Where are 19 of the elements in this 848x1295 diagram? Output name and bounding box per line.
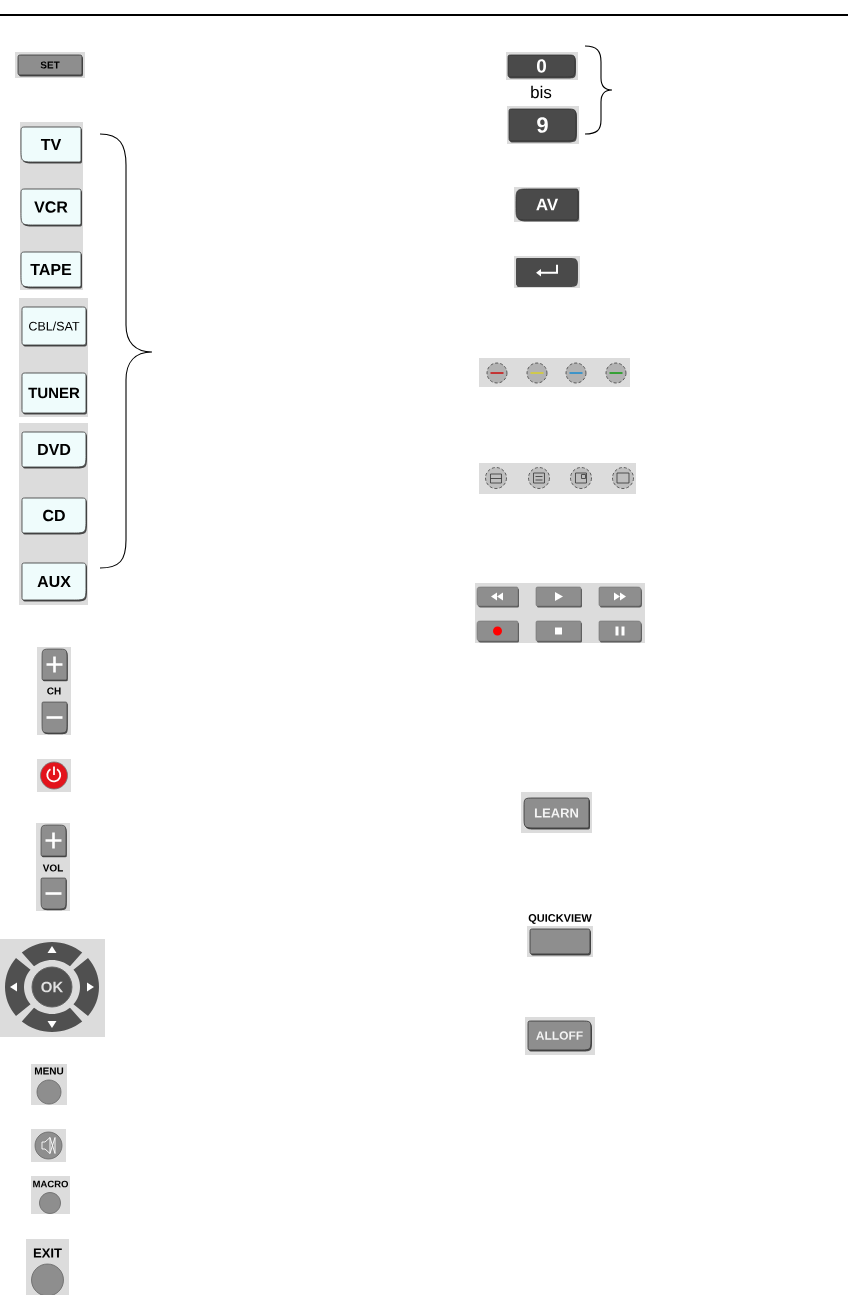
button: AV <box>514 187 580 222</box>
enter-button <box>514 256 580 288</box>
button: SET <box>15 52 85 78</box>
button: AUX <box>21 562 87 602</box>
button: TAPE <box>20 251 82 289</box>
button: 0 <box>506 52 578 80</box>
button: TUNER <box>21 372 87 415</box>
button: LEARN <box>521 792 592 833</box>
button: CD <box>21 497 87 535</box>
button: TV <box>20 126 82 164</box>
button: 9 <box>507 106 579 144</box>
button: ALLOFF <box>525 1017 595 1055</box>
range-label: bis <box>531 85 552 99</box>
node-label: QUICKVIEW <box>528 914 592 924</box>
ok-button: OK <box>31 966 73 1008</box>
button: CBL/SAT <box>21 306 87 347</box>
button: VCR <box>20 188 82 227</box>
button: QUICKVIEW <box>527 914 593 957</box>
button: DVD <box>21 431 87 469</box>
